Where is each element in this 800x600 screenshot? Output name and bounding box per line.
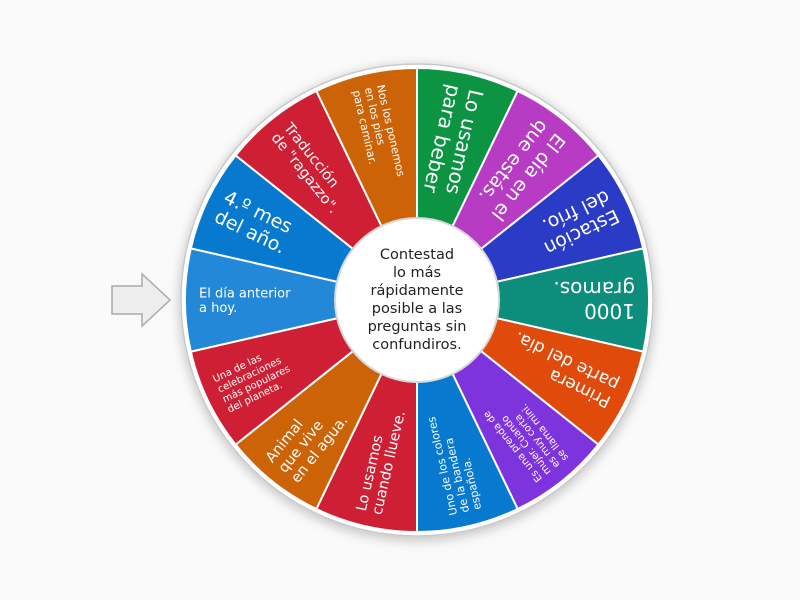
wheel-segment-label-line: 1000 [584,299,635,323]
wheel-segment[interactable] [184,247,418,353]
wheel-center-circle [334,217,500,383]
wheel-segment[interactable] [416,247,650,353]
wheel-segment-label-line: El día anterior [199,286,291,301]
arrow-right-icon [111,272,172,328]
wheel-segment-label-line: gramos. [553,277,635,301]
wheel-segment-label-line: a hoy. [199,301,237,316]
wheel-center-instructions: Contestad lo más rápidamente posible a l… [367,247,467,353]
